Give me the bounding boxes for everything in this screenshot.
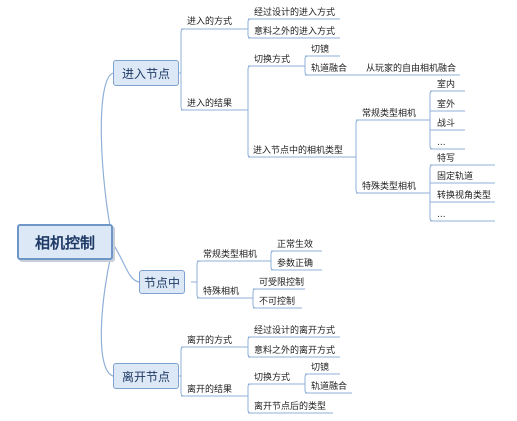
branch-mid-node[interactable]: 节点中 xyxy=(139,270,185,294)
mid-normal-item[interactable]: 正常生效 xyxy=(277,240,314,250)
enter-normal-item[interactable]: 室内 xyxy=(437,80,456,90)
leave-after-node[interactable]: 离开节点后的类型 xyxy=(254,402,327,412)
leave-switch-node[interactable]: 切换方式 xyxy=(254,373,291,383)
mid-special-item[interactable]: 不可控制 xyxy=(259,297,296,307)
enter-normal-item[interactable]: 战斗 xyxy=(437,119,456,129)
mid-normal-node[interactable]: 常规类型相机 xyxy=(203,250,258,260)
leave-way-item[interactable]: 经过设计的离开方式 xyxy=(254,326,336,336)
root-to-mid-link xyxy=(112,243,140,283)
enter-special-item[interactable]: 特写 xyxy=(437,154,456,164)
enter-way-node[interactable]: 进入的方式 xyxy=(187,17,233,27)
leave-result-node[interactable]: 离开的结果 xyxy=(187,385,233,395)
mid-special-node[interactable]: 特殊相机 xyxy=(203,287,240,297)
branch-enter-node[interactable]: 进入节点 xyxy=(113,60,179,86)
enter-way-item[interactable]: 经过设计的进入方式 xyxy=(254,8,336,18)
enter-switch-track[interactable]: 轨道融合 xyxy=(311,64,348,74)
enter-special-item[interactable]: 固定轨道 xyxy=(437,172,474,182)
enter-switch-cut[interactable]: 切镜 xyxy=(311,45,330,55)
root-label: 相机控制 xyxy=(34,233,95,252)
enter-normal-item[interactable]: 室外 xyxy=(437,100,456,110)
root-to-leave-link xyxy=(100,245,114,377)
enter-normal-item[interactable]: ... xyxy=(437,138,446,148)
enter-switch-node[interactable]: 切换方式 xyxy=(254,55,291,65)
enter-types-node[interactable]: 进入节点中的相机类型 xyxy=(253,146,344,156)
enter-result-node[interactable]: 进入的结果 xyxy=(187,99,233,109)
enter-types-special[interactable]: 特殊类型相机 xyxy=(362,182,417,192)
root-node[interactable]: 相机控制 xyxy=(17,224,113,260)
leave-way-node[interactable]: 离开的方式 xyxy=(187,336,233,346)
mid-normal-item[interactable]: 参数正确 xyxy=(277,259,314,269)
leave-switch-item[interactable]: 切镜 xyxy=(311,363,330,373)
branch-leave-node[interactable]: 离开节点 xyxy=(113,363,179,389)
leave-way-item[interactable]: 意料之外的离开方式 xyxy=(254,346,336,356)
enter-types-normal[interactable]: 常规类型相机 xyxy=(362,109,417,119)
root-to-enter-link xyxy=(100,72,114,243)
branch-enter-label: 进入节点 xyxy=(121,66,170,81)
mid-special-item[interactable]: 可受限控制 xyxy=(259,278,305,288)
enter-special-item[interactable]: 转换视角类型 xyxy=(437,191,492,201)
enter-way-item[interactable]: 意料之外的进入方式 xyxy=(254,27,336,37)
enter-switch-track-note[interactable]: 从玩家的自由相机融合 xyxy=(366,64,457,74)
leave-switch-item[interactable]: 轨道融合 xyxy=(311,382,348,392)
branch-mid-label: 节点中 xyxy=(143,275,180,290)
branch-leave-label: 离开节点 xyxy=(121,369,170,384)
enter-special-item[interactable]: ... xyxy=(437,210,446,220)
